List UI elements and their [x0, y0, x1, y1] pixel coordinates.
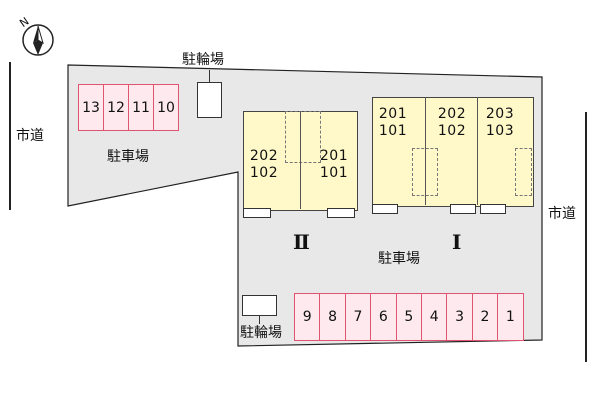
- unit-101: 101: [378, 123, 408, 139]
- lower-stall: 9: [294, 293, 321, 341]
- bicycle-parking-top-leader: [209, 70, 210, 82]
- building-ii-divider: [300, 111, 301, 209]
- right-road-line: [585, 112, 587, 362]
- bicycle-parking-top-label: 駐輪場: [182, 52, 224, 68]
- building-i-divider-2: [477, 97, 478, 205]
- building-i: [372, 97, 534, 207]
- bicycle-parking-bottom-label: 駐輪場: [240, 325, 282, 341]
- bicycle-parking-bottom: [242, 295, 277, 316]
- left-road-label: 市道: [16, 128, 44, 144]
- unit-203: 203: [485, 106, 515, 122]
- unit-202: 202: [437, 106, 467, 122]
- unit-202: 202: [249, 148, 279, 164]
- building-i-units-a: 201 101: [374, 106, 412, 140]
- building-i-units-c: 203 103: [481, 106, 519, 140]
- lower-stall: 1: [497, 293, 524, 341]
- lower-stall: 2: [471, 293, 499, 341]
- building-ii-entrance-left: [243, 208, 271, 218]
- lower-stall: 5: [395, 293, 422, 341]
- lower-stall: 8: [319, 293, 346, 341]
- building-i-label: Ⅰ: [452, 230, 462, 254]
- unit-103: 103: [485, 123, 515, 139]
- upper-stall: 12: [103, 84, 129, 131]
- upper-stall: 13: [78, 84, 104, 131]
- building-ii-label: Ⅱ: [293, 230, 310, 254]
- right-road-label: 市道: [548, 206, 576, 222]
- building-i-entrance-1: [372, 204, 398, 214]
- main-parking-label: 駐車場: [378, 251, 420, 267]
- building-ii-entrance-right: [327, 208, 355, 218]
- bicycle-parking-bottom-leader: [259, 316, 260, 324]
- building-i-stair-b: [515, 148, 532, 196]
- lower-stall: 4: [421, 293, 448, 341]
- unit-101: 101: [319, 165, 349, 181]
- building-i-stair-a: [412, 148, 438, 196]
- building-i-entrance-2: [450, 204, 476, 214]
- building-i-divider-1: [425, 97, 426, 205]
- building-ii-left-units: 202 102: [245, 148, 283, 182]
- upper-parking-label: 駐車場: [107, 149, 149, 165]
- upper-stall: 11: [128, 84, 154, 131]
- left-road-line: [9, 62, 11, 210]
- upper-stall: 10: [153, 84, 179, 131]
- unit-102: 102: [249, 165, 279, 181]
- unit-102: 102: [437, 123, 467, 139]
- building-ii-right-units: 201 101: [315, 148, 353, 182]
- building-ii-stair-outline: [285, 111, 321, 163]
- bicycle-parking-top: [197, 82, 222, 118]
- building-i-units-b: 202 102: [433, 106, 471, 140]
- lower-stall: 6: [370, 293, 397, 341]
- lower-stall: 7: [344, 293, 372, 341]
- unit-201: 201: [378, 106, 408, 122]
- unit-201: 201: [319, 148, 349, 164]
- building-i-entrance-3: [480, 204, 506, 214]
- lower-stall: 3: [446, 293, 473, 341]
- compass-icon: N: [17, 15, 54, 56]
